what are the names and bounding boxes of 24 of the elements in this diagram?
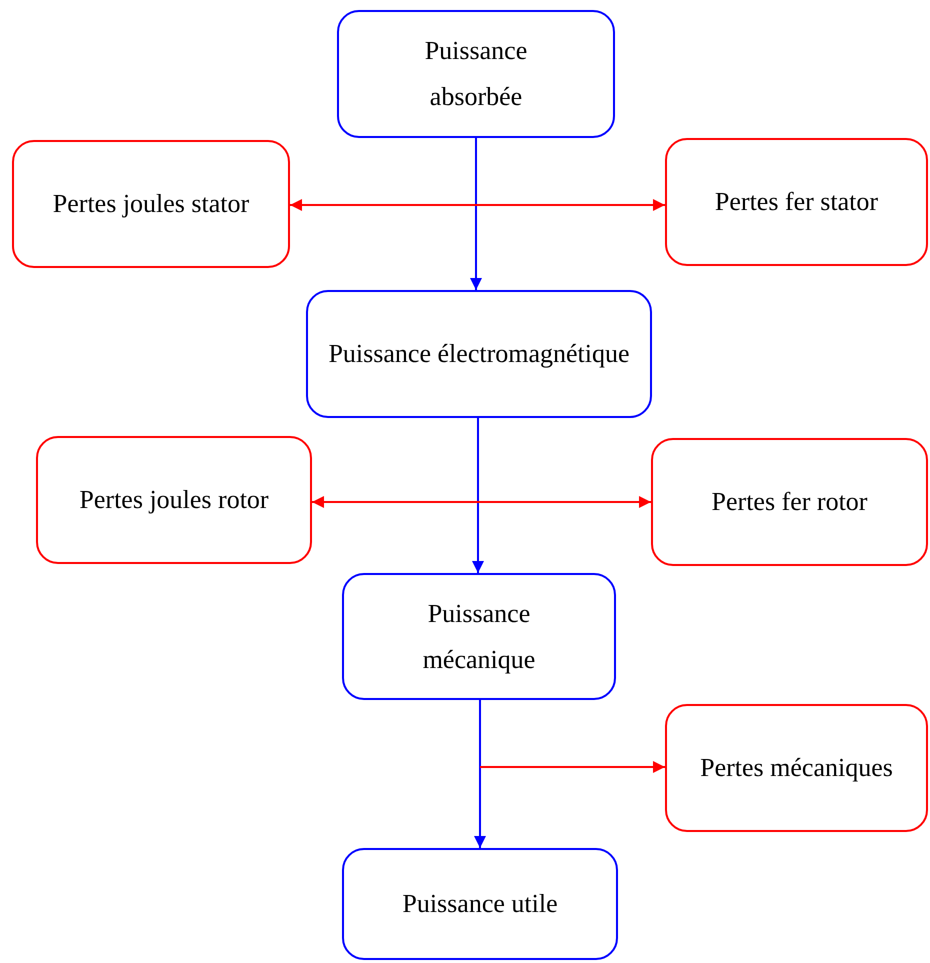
power-box [342,848,618,960]
box-label: Pertes mécaniques [700,752,893,784]
box-label: Puissance électromagnétique [328,338,630,370]
box-label: Pertes joules stator [52,188,250,220]
loss-box [651,438,928,566]
loss-box [12,140,290,268]
loss-box [36,436,312,564]
power-box [337,10,615,138]
arrow [480,761,665,773]
arrow [474,700,486,848]
box-label: Puissance mécanique [422,598,536,676]
box-label: Pertes fer rotor [712,486,868,518]
arrow [290,199,665,211]
box-label: Pertes joules rotor [79,484,269,516]
power-box [306,290,652,418]
loss-box [665,138,928,266]
box-label: Pertes fer stator [714,186,878,218]
box-label: Puissance absorbée [424,35,528,113]
arrow [312,496,651,508]
arrow [470,138,482,290]
box-label: Puissance utile [402,888,558,920]
arrow [472,418,484,573]
power-box [342,573,616,700]
loss-box [665,704,928,832]
